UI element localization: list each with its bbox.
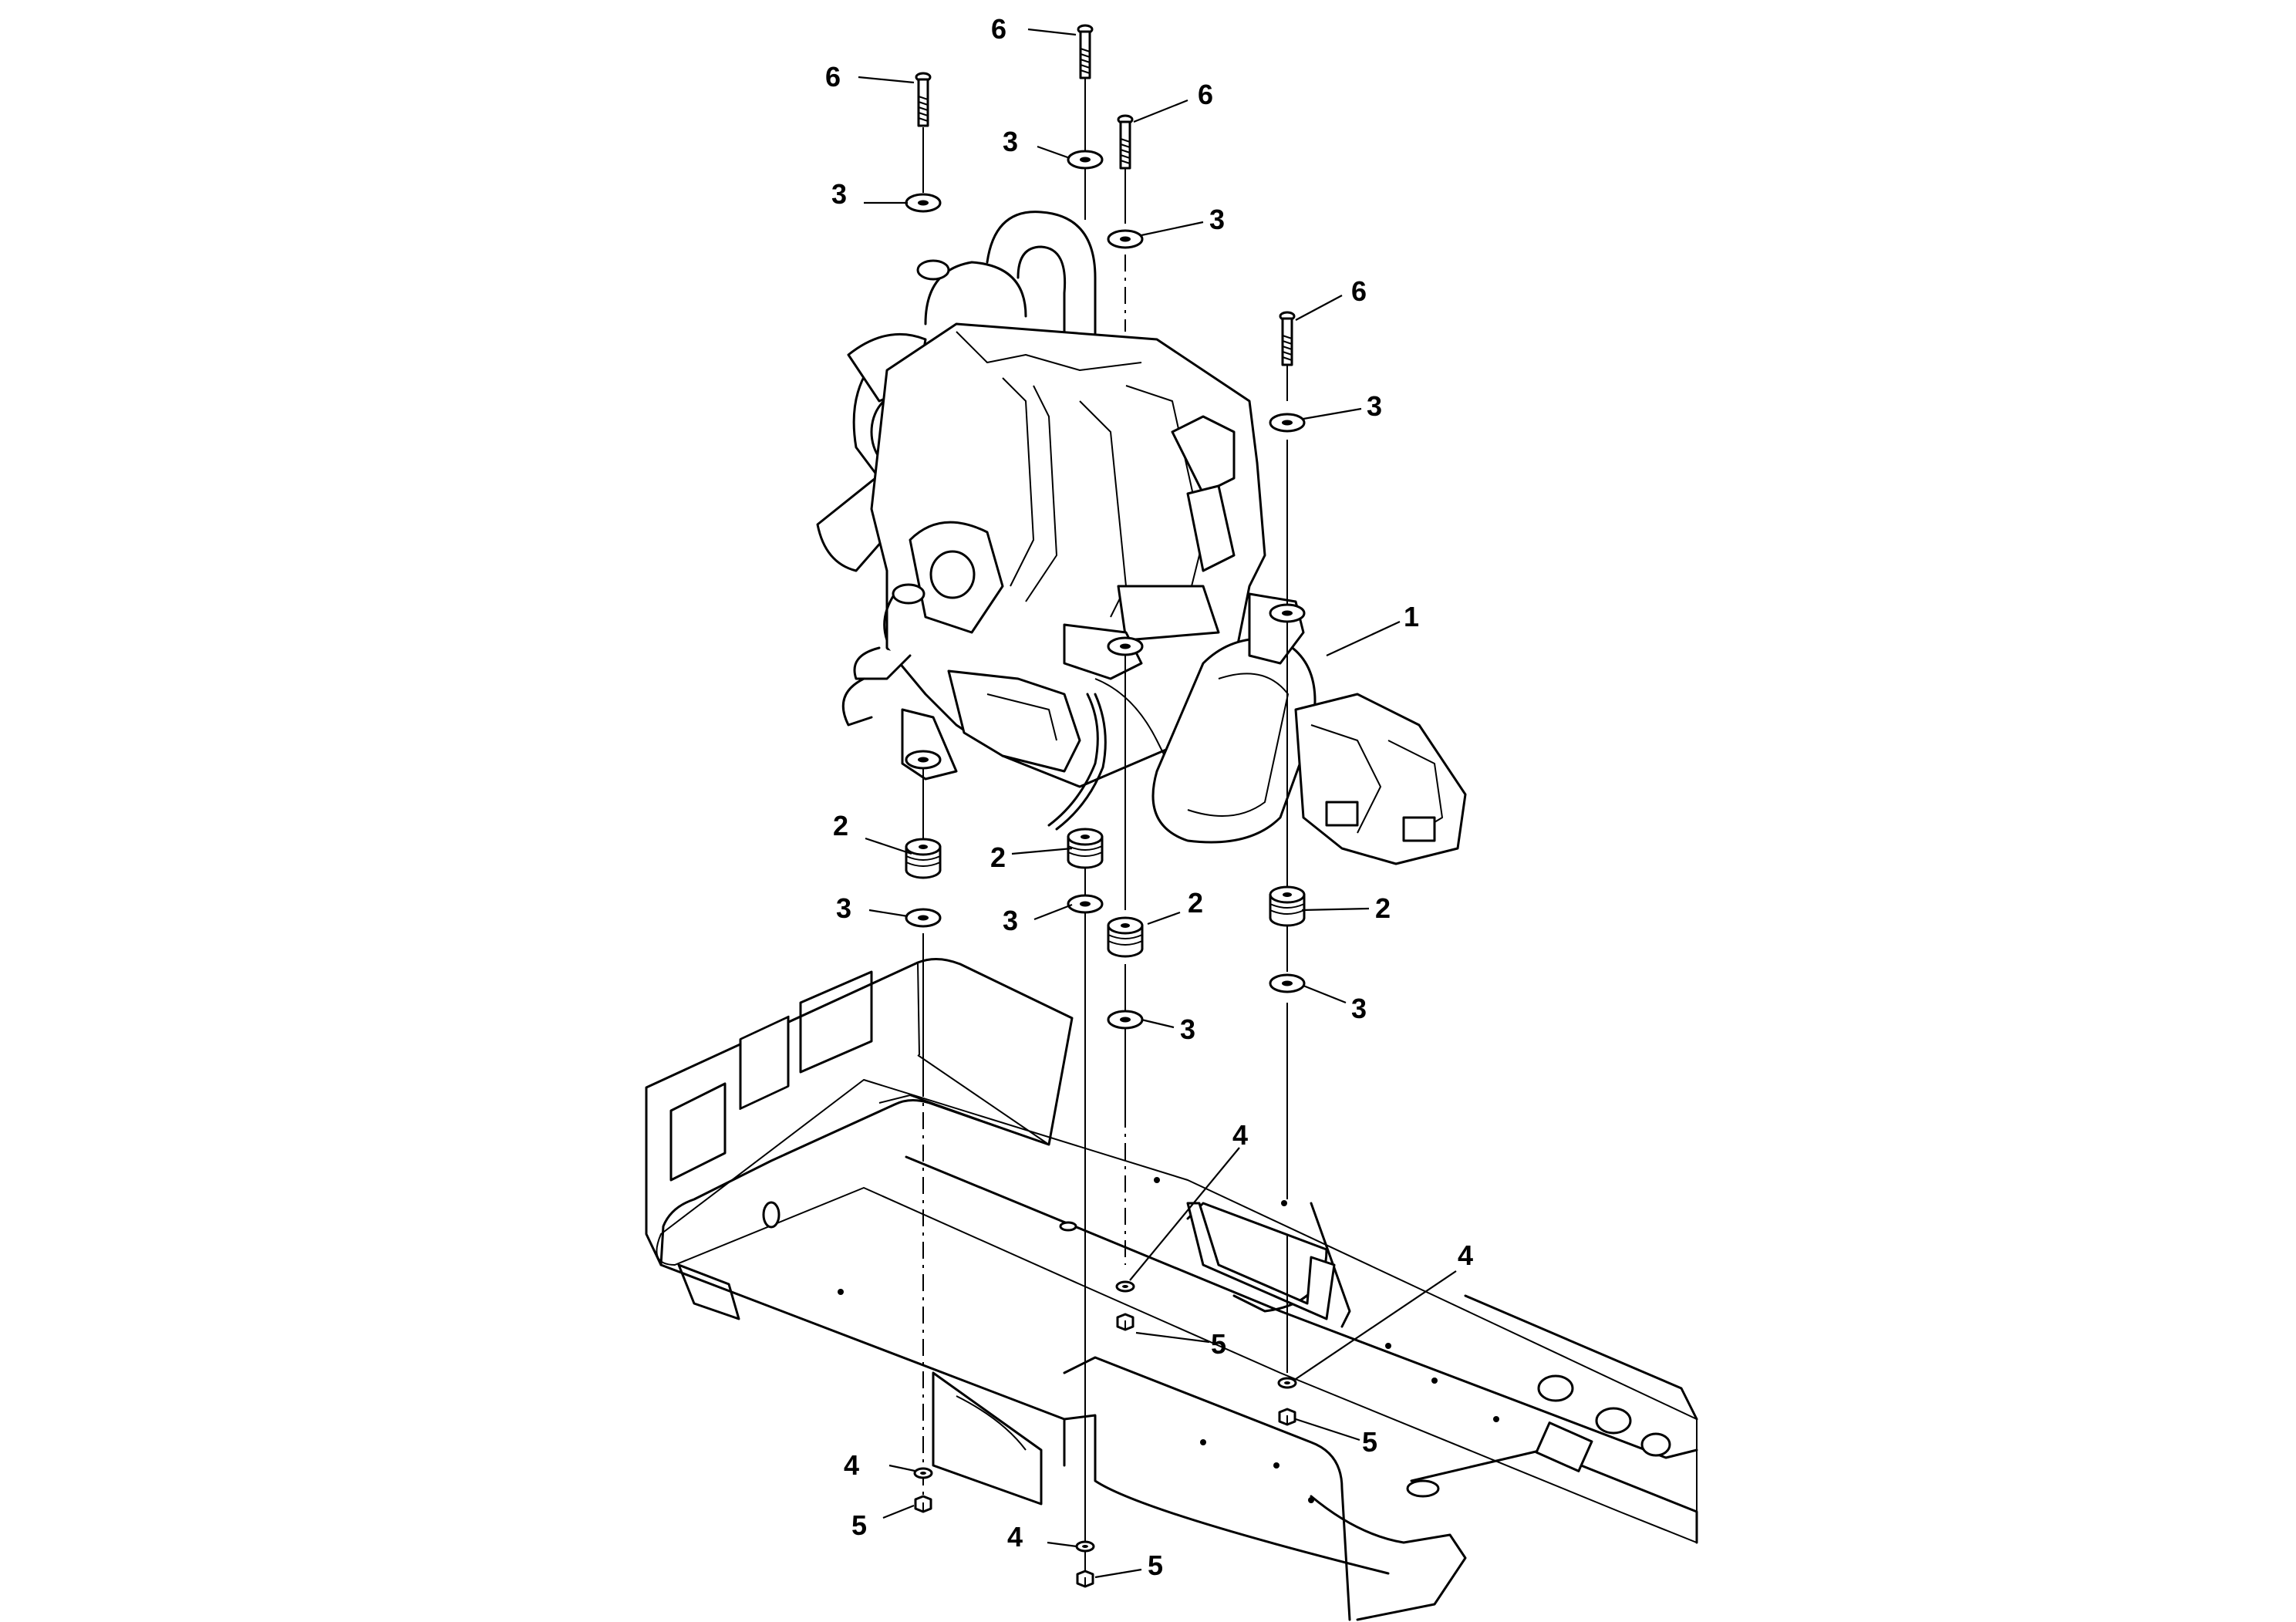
leader-lines: [858, 28, 1457, 1579]
callout-6-bolt-center-right: 6: [1198, 79, 1213, 110]
rubber-mount-left: [905, 838, 942, 879]
callout-4-lockwasher-center-right: 4: [1232, 1119, 1248, 1151]
callout-2-mount-right: 2: [1375, 892, 1391, 924]
bolt-center-right: [1117, 114, 1134, 170]
callout-3-washer-lower-center-right: 3: [1180, 1013, 1195, 1045]
callout-3-washer-top-right: 3: [1367, 390, 1382, 422]
nut-center-right: [1116, 1313, 1135, 1331]
callout-5-nut-left: 5: [851, 1509, 867, 1541]
washer-lower-center-right: [1107, 1010, 1144, 1030]
callout-4-lockwasher-left: 4: [844, 1449, 859, 1481]
washer-lower-left: [905, 908, 942, 928]
lockwasher-center-right: [1115, 1280, 1135, 1293]
callout-5-nut-right: 5: [1362, 1426, 1377, 1458]
mount-pad-center: [1107, 636, 1144, 656]
bolt-right: [1279, 311, 1296, 366]
nut-right: [1278, 1408, 1296, 1426]
callout-6-bolt-left: 6: [825, 61, 841, 93]
callout-2-mount-center-right: 2: [1188, 887, 1203, 919]
chassis-frame: [645, 958, 1698, 1621]
callout-3-washer-lower-center: 3: [1003, 905, 1018, 936]
callout-1-engine: 1: [1404, 601, 1419, 632]
callout-6-bolt-center: 6: [991, 13, 1006, 45]
nut-left: [914, 1495, 932, 1513]
callout-2-mount-left: 2: [833, 810, 848, 841]
washer-top-right: [1269, 413, 1306, 433]
bolt-left: [915, 72, 932, 127]
washer-lower-center: [1067, 894, 1104, 914]
washer-top-center-right: [1107, 229, 1144, 249]
callout-3-washer-lower-left: 3: [836, 892, 851, 924]
washer-top-left: [905, 193, 942, 213]
callout-2-mount-center: 2: [990, 841, 1006, 873]
rubber-mount-center: [1067, 828, 1104, 869]
bolt-center: [1077, 24, 1094, 79]
nut-center: [1076, 1570, 1094, 1588]
callout-3-washer-lower-right: 3: [1351, 993, 1367, 1024]
callout-4-lockwasher-right: 4: [1458, 1239, 1473, 1271]
callout-6-bolt-right: 6: [1351, 275, 1367, 307]
callout-5-nut-center-right: 5: [1211, 1328, 1226, 1360]
callout-3-washer-top-left: 3: [831, 178, 847, 210]
washer-top-center: [1067, 150, 1104, 170]
washer-lower-right: [1269, 973, 1306, 993]
rubber-mount-center-right: [1107, 916, 1144, 958]
part-callouts: 1 2 2 2 2 3 3 3 3 3 3 3 3 4 4 4 4 5 5 5 …: [825, 13, 1473, 1581]
callout-5-nut-center: 5: [1148, 1549, 1163, 1581]
rubber-mount-right: [1269, 885, 1306, 927]
lockwasher-left: [913, 1467, 933, 1479]
engine-assembly: [816, 211, 1467, 865]
callout-4-lockwasher-center: 4: [1007, 1521, 1023, 1553]
callout-3-washer-top-center-right: 3: [1209, 204, 1225, 235]
mount-pad-right: [1269, 603, 1306, 623]
assembly-axis-lines: [922, 69, 1288, 1577]
lockwasher-right: [1277, 1377, 1297, 1389]
mount-pad-left: [905, 750, 942, 770]
callout-3-washer-top-center: 3: [1003, 126, 1018, 157]
lockwasher-center: [1075, 1540, 1095, 1553]
